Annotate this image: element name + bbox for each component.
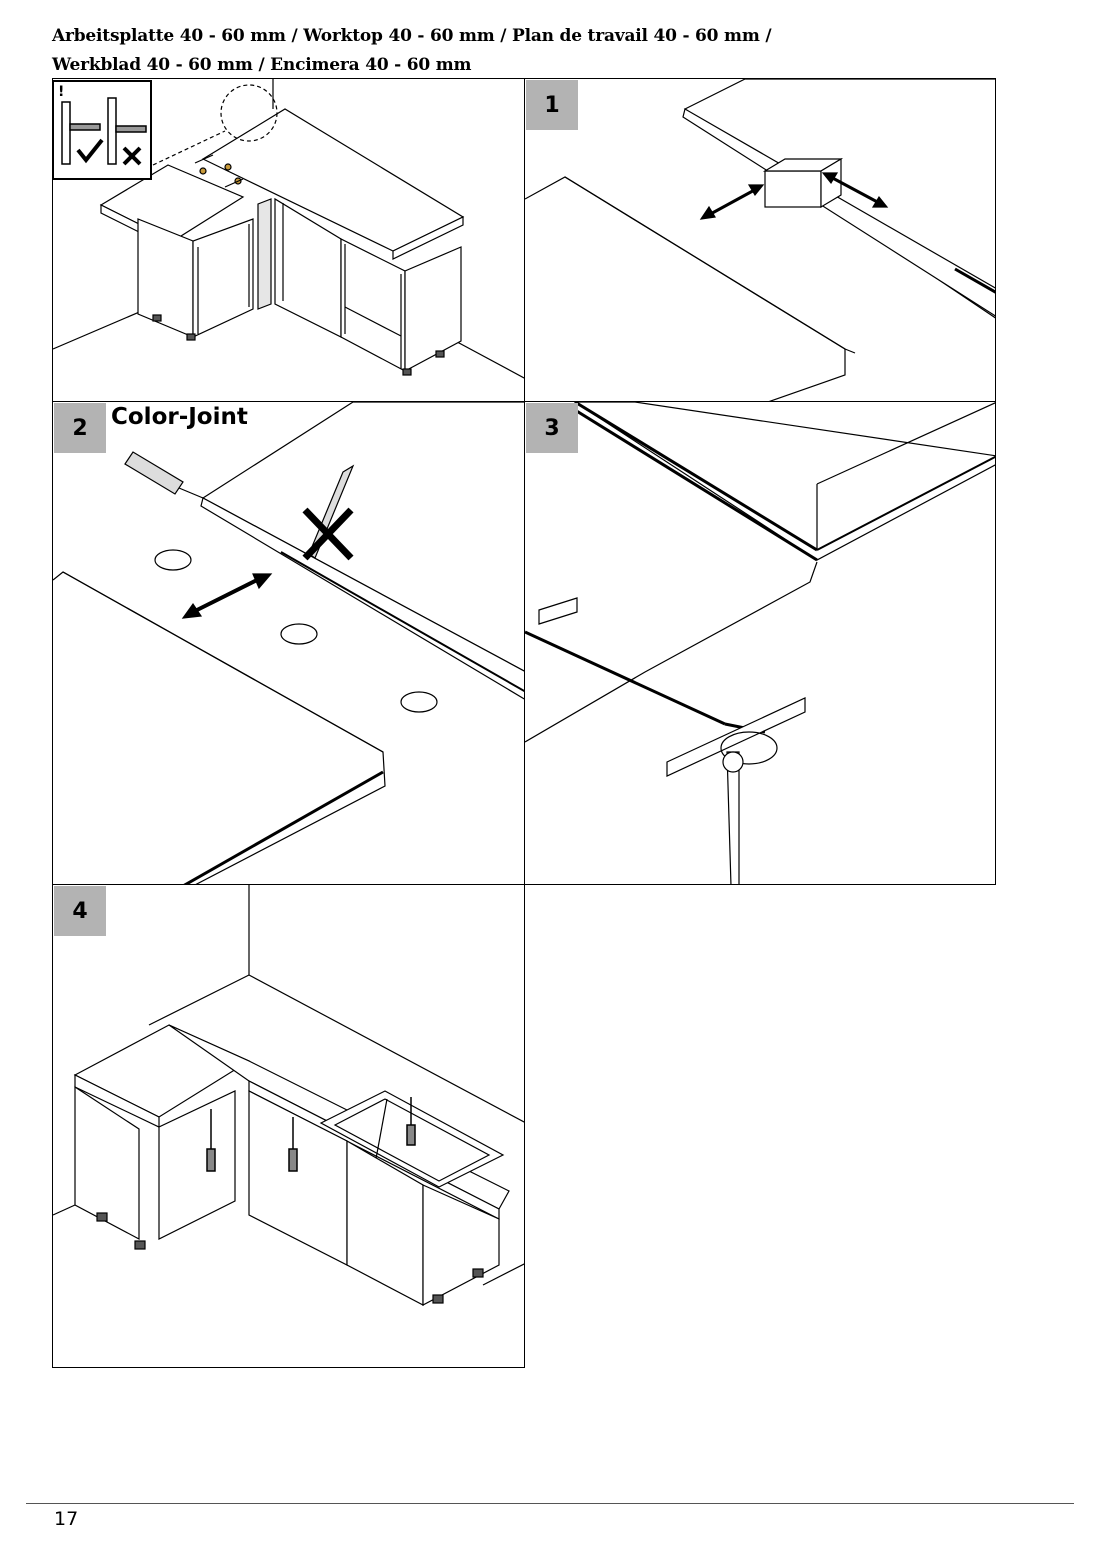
step-2-illustration <box>53 402 524 884</box>
cross-out-icon <box>302 507 354 561</box>
page-number: 17 <box>54 1508 79 1530</box>
header-title-line-1: Arbeitsplatte 40 - 60 mm / Worktop 40 - … <box>52 26 772 46</box>
step-3-panel: 3 <box>524 401 996 885</box>
wrench-icon <box>722 751 744 884</box>
overview-illustration <box>53 79 524 379</box>
step-1-badge: 1 <box>526 80 578 130</box>
sealant-tube-icon <box>124 451 204 499</box>
step-4-badge: 4 <box>54 886 106 936</box>
footer-rule <box>26 1503 1074 1504</box>
step-4-illustration <box>53 885 524 1306</box>
header-title-line-2: Werkblad 40 - 60 mm / Encimera 40 - 60 m… <box>52 55 472 75</box>
step-1-illustration <box>525 79 995 401</box>
step-1-panel: 1 <box>524 78 996 402</box>
step-2-badge: 2 <box>54 403 106 453</box>
warning-exclamation: ! <box>58 84 64 100</box>
step-3-badge: 3 <box>526 403 578 453</box>
step-3-illustration <box>525 402 995 884</box>
overview-panel <box>52 78 525 402</box>
inset-detail-box: ! <box>52 80 152 180</box>
color-joint-caption: Color-Joint <box>111 404 248 430</box>
step-2-panel: 2 Color-Joint <box>52 401 525 885</box>
check-icon <box>76 138 104 164</box>
step-4-panel: 4 <box>52 884 525 1368</box>
cross-icon <box>122 146 142 166</box>
screwdriver-icon <box>206 1097 416 1172</box>
